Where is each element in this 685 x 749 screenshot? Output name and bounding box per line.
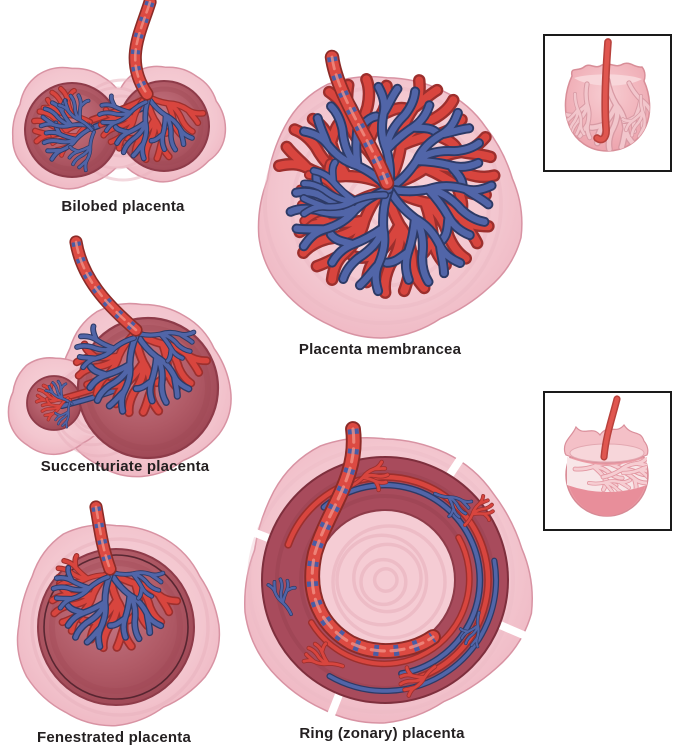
inset2-cord [600, 395, 621, 461]
succenturiate-umbilical-cord [69, 235, 143, 337]
ring-zonary-label: Ring (zonary) placenta [299, 725, 465, 742]
ring-band-vessels [266, 462, 501, 697]
membranacea-illustration [257, 49, 523, 339]
ring-umbilical-cord [304, 421, 441, 659]
fenestrated-illustration [16, 500, 221, 727]
membranacea-sac-3d-icon [543, 34, 672, 172]
bilobed-label: Bilobed placenta [61, 198, 185, 215]
membranacea-umbilical-cord [324, 49, 395, 191]
ring-zonary-illustration [238, 421, 533, 727]
bilobed-umbilical-cord [128, 0, 157, 101]
inset1-cord [593, 38, 612, 144]
fenestrated-label: Fenestrated placenta [36, 729, 192, 746]
bilobed-placenta-illustration [11, 0, 227, 190]
fenestrated-umbilical-cord [89, 500, 117, 576]
membranacea-label: Placenta membrancea [298, 341, 462, 358]
succenturiate-illustration [7, 235, 232, 478]
succenturiate-label: Succenturiate placenta [40, 458, 210, 475]
zonary-band-sac-3d-icon [543, 391, 672, 531]
